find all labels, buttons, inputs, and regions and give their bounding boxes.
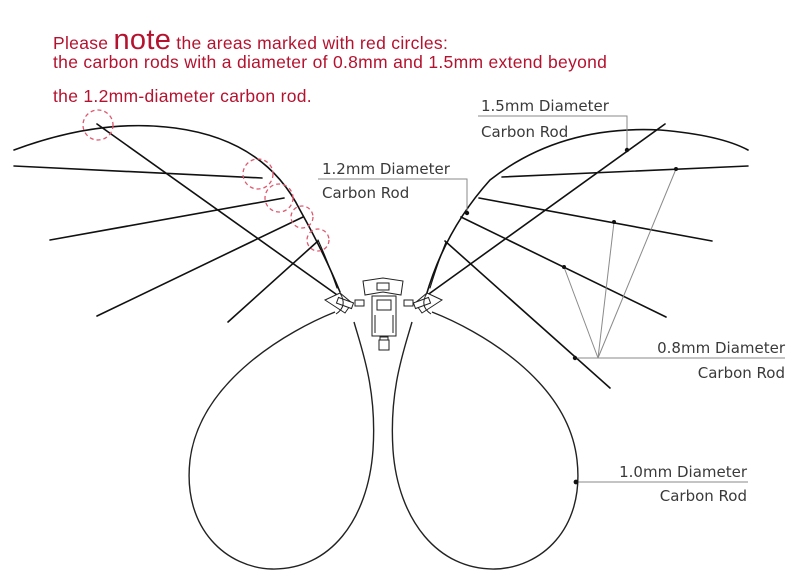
- highlight-circle-1: [82, 109, 114, 141]
- bottom-loops: [188, 311, 579, 570]
- notice-line-2: the carbon rods with a diameter of 0.8mm…: [53, 52, 608, 72]
- left-leading-edge-rod: [13, 124, 341, 293]
- highlight-circle-5: [306, 228, 330, 252]
- right-leading-edge-rod: [425, 128, 749, 297]
- right-wing: [425, 123, 749, 389]
- left-rib-1: [13, 165, 263, 179]
- notice-line-3: the 1.2mm-diameter carbon rod.: [53, 86, 312, 106]
- label-08mm-line2: Carbon Rod: [698, 364, 785, 382]
- right-rib-2: [478, 197, 713, 242]
- label-08mm-line1: 0.8mm Diameter: [657, 339, 786, 357]
- leader-lines: [318, 115, 785, 483]
- left-rib-2: [49, 197, 285, 241]
- label-15mm: 1.5mm Diameter Carbon Rod: [481, 97, 610, 141]
- label-12mm: 1.2mm Diameter Carbon Rod: [322, 160, 451, 202]
- label-12mm-line2: Carbon Rod: [322, 184, 409, 202]
- label-08mm: 0.8mm Diameter Carbon Rod: [657, 339, 786, 382]
- label-10mm: 1.0mm Diameter Carbon Rod: [619, 463, 748, 505]
- notice-suffix: the areas marked with red circles:: [171, 33, 449, 53]
- label-10mm-line2: Carbon Rod: [660, 487, 747, 505]
- left-rib-3: [96, 216, 304, 317]
- right-rib-1: [501, 165, 749, 178]
- label-10mm-line1: 1.0mm Diameter: [619, 463, 748, 481]
- right-rib-4: [444, 240, 611, 389]
- left-loop-rod: [188, 311, 375, 570]
- highlight-circle-2: [242, 158, 274, 190]
- label-15mm-line2: Carbon Rod: [481, 123, 568, 141]
- highlight-circle-4: [290, 205, 314, 229]
- left-wing: [13, 123, 341, 323]
- label-12mm-line1: 1.2mm Diameter: [322, 160, 451, 178]
- left-rib-4: [227, 240, 319, 323]
- highlight-circle-3: [264, 183, 294, 213]
- label-15mm-line1: 1.5mm Diameter: [481, 97, 610, 115]
- highlight-circles: [82, 109, 330, 252]
- right-loop-rod: [391, 311, 579, 570]
- notice-prefix: Please: [53, 33, 114, 53]
- leader-dots: [464, 147, 678, 485]
- notice-emphasis: note: [113, 24, 172, 56]
- notice-line-1: Please note the areas marked with red ci…: [53, 26, 448, 55]
- center-hub: [323, 277, 444, 351]
